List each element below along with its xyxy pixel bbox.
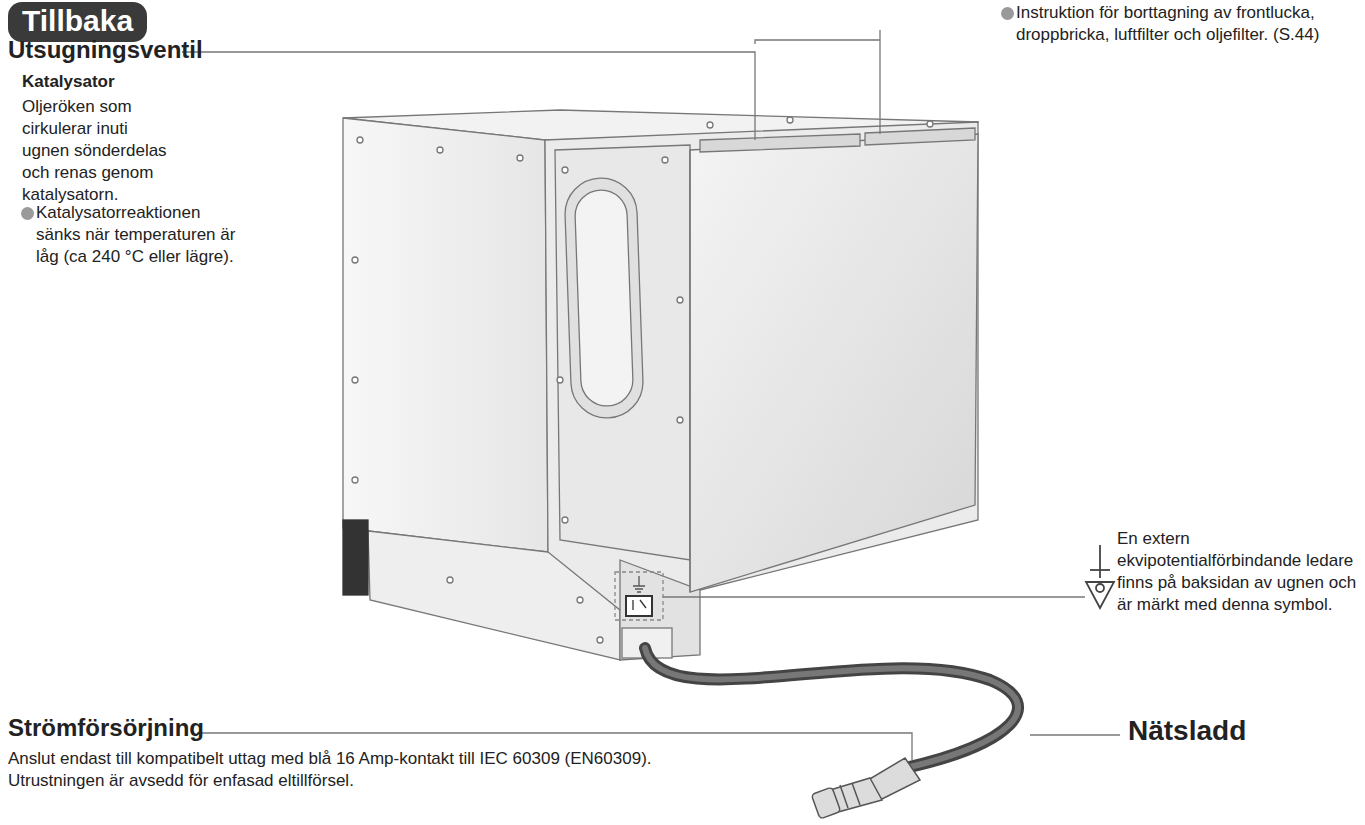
- description: Oljeröken som cirkulerar inuti ugnen sön…: [22, 96, 172, 206]
- part-name: Nätsladd: [1128, 714, 1328, 748]
- part-name: Strömförsörjning: [8, 714, 308, 743]
- part-name: Utsugningsventil: [8, 36, 288, 65]
- note: Katalysatorreaktionen sänks när temperat…: [36, 202, 241, 268]
- note: En extern ekvipotentialförbindande ledar…: [1117, 528, 1357, 616]
- sub-heading: Katalysator: [22, 72, 222, 92]
- bullet-dot: [1001, 7, 1014, 20]
- description: Anslut endast till kompatibelt uttag med…: [8, 748, 728, 792]
- note: Instruktion för borttagning av frontluck…: [1016, 2, 1346, 46]
- bullet-dot: [21, 207, 34, 220]
